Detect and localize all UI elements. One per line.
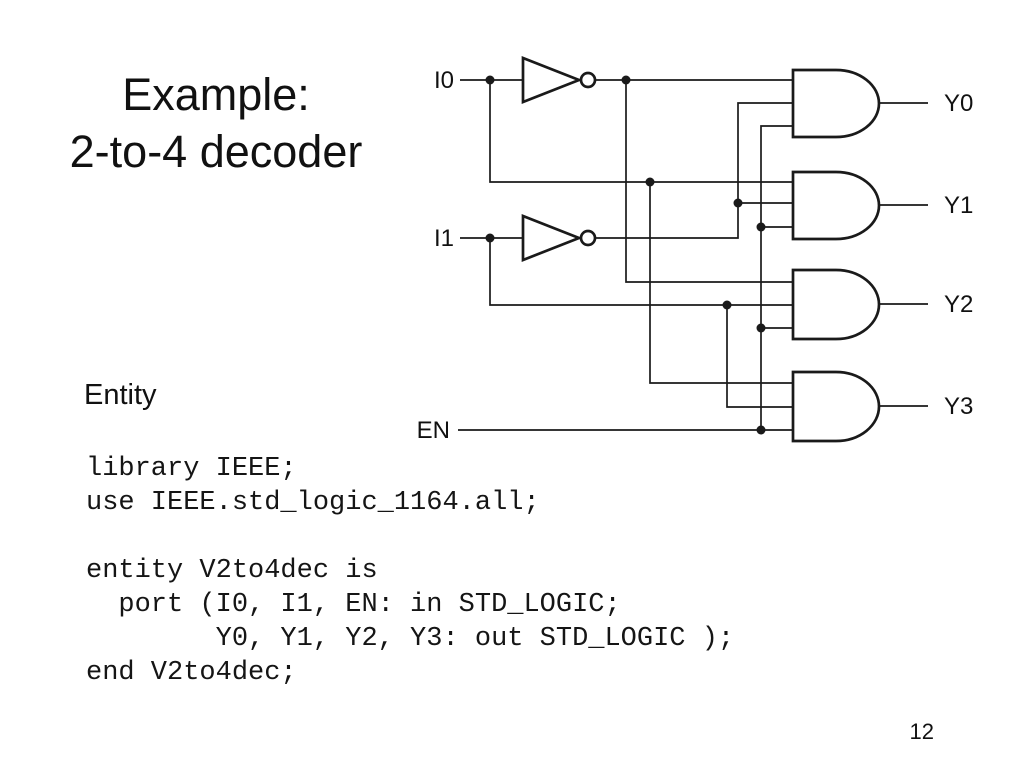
junction-dot <box>645 177 655 187</box>
wire-i0not-to-y2-top <box>625 80 793 283</box>
slide-title-line2: 2-to-4 decoder <box>69 126 363 177</box>
input-label-i0: I0 <box>434 67 454 94</box>
inverter-triangle <box>521 214 583 262</box>
junction-dot <box>733 198 743 208</box>
output-label-y2: Y2 <box>944 291 973 318</box>
wire-en-to-y0-bot <box>760 125 793 430</box>
junction-dot <box>756 323 766 333</box>
and-gate-y2 <box>791 268 881 341</box>
and-gate-y1 <box>791 170 881 241</box>
inverter-i0 <box>521 56 597 104</box>
output-label-y3: Y3 <box>944 393 973 420</box>
code-line: entity V2to4dec is <box>86 556 378 586</box>
wire-i1-to-y2-mid <box>489 238 793 306</box>
inverter-i1 <box>521 214 597 262</box>
code-line: library IEEE; <box>86 454 297 484</box>
slide-title-line1: Example: <box>122 69 310 120</box>
wire-i0-to-y1-top <box>489 80 793 183</box>
circuit-wires <box>458 79 928 431</box>
junction-dot <box>485 75 495 85</box>
code-line: end V2to4dec; <box>86 658 297 688</box>
output-label-y0: Y0 <box>944 90 973 117</box>
junction-dot <box>485 233 495 243</box>
inverter-bubble <box>579 229 597 247</box>
wire-i0-to-y3-top <box>649 182 793 384</box>
junction-dot <box>722 300 732 310</box>
wire-i1not-to-y0-mid <box>596 102 793 239</box>
entity-section-label: Entity <box>84 379 157 411</box>
inverter-bubble <box>579 71 597 89</box>
code-line: port (I0, I1, EN: in STD_LOGIC; <box>86 590 621 620</box>
vhdl-code-block: library IEEE; use IEEE.std_logic_1164.al… <box>86 452 734 690</box>
junction-dots <box>485 75 766 435</box>
inverter-triangle <box>521 56 583 104</box>
page-number: 12 <box>909 719 934 744</box>
wire-i1-to-y3-mid <box>726 305 793 408</box>
and-gate-y0 <box>791 68 881 139</box>
input-label-i1: I1 <box>434 225 454 252</box>
junction-dot <box>756 425 766 435</box>
code-line: Y0, Y1, Y2, Y3: out STD_LOGIC ); <box>86 624 735 654</box>
junction-dot <box>756 222 766 232</box>
and-gate-y3 <box>791 370 881 443</box>
junction-dot <box>621 75 631 85</box>
output-label-y1: Y1 <box>944 192 973 219</box>
slide-title: Example: 2-to-4 decoder <box>20 66 412 180</box>
code-line: use IEEE.std_logic_1164.all; <box>86 488 540 518</box>
input-label-en: EN <box>417 417 450 444</box>
